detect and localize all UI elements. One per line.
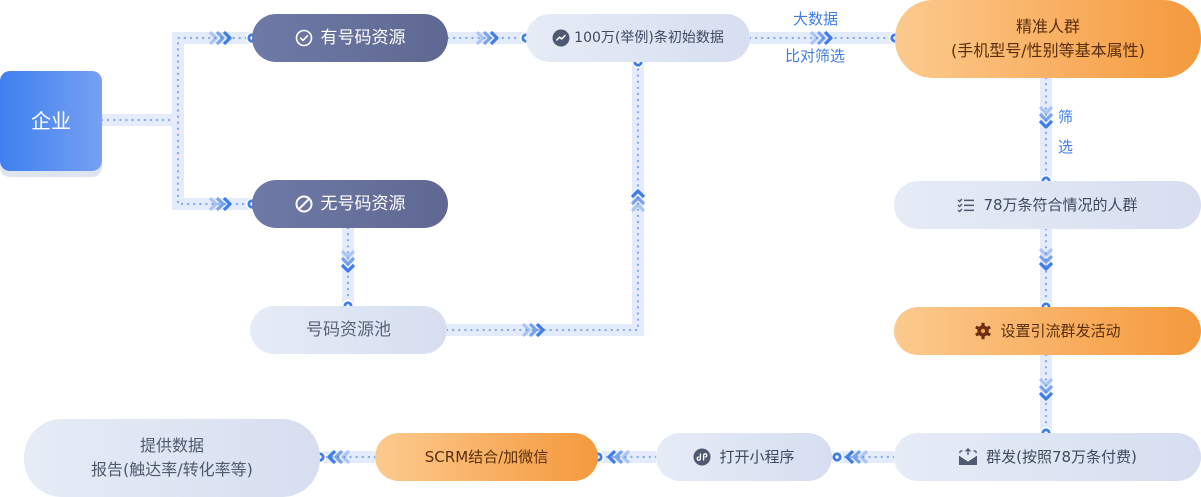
precise-crowd-title: 精准人群 — [1015, 17, 1080, 36]
edge-matched-campaign-chevron — [1038, 261, 1054, 271]
edge-pool-initial-v-chevron — [630, 196, 646, 206]
edge-no-pool-chevron — [340, 256, 356, 266]
edge-campaign-send-chevron — [1038, 384, 1054, 394]
edge-label-filter-1: 筛 — [1058, 108, 1074, 126]
precise-crowd-node[interactable]: 精准人群 (手机型号/性别等基本属性) — [895, 0, 1201, 78]
edge-label-filter-2: 选 — [1058, 138, 1074, 156]
no-numbers-label: 无号码资源 — [320, 194, 406, 214]
mass-send-node[interactable]: 群发(按照78万条付费) — [894, 433, 1201, 481]
edge-label-big-data: 大数据 — [793, 10, 839, 28]
edge-initial-precise-chevron — [816, 30, 826, 46]
trend-icon — [552, 29, 570, 47]
edge-mini-scrm-chevron — [607, 449, 617, 465]
edge-pool-initial-track — [447, 62, 644, 336]
edge-mini-scrm-chevron — [614, 449, 624, 465]
mini-program-label: 打开小程序 — [719, 448, 795, 466]
report-title: 提供数据 — [139, 436, 204, 455]
checklist-icon — [957, 197, 975, 213]
edge-no-pool-chevron — [340, 263, 356, 273]
has-numbers-label: 有号码资源 — [320, 28, 406, 48]
edge-has-initial-chevron — [482, 30, 492, 46]
matched-crowd-node[interactable]: 78万条符合情况的人群 — [894, 181, 1201, 229]
edge-pool-initial-h-chevron — [521, 322, 531, 338]
edge-precise-matched-chevron — [1038, 105, 1054, 115]
edge-send-mini-chevron — [845, 449, 855, 465]
report-subtitle: 报告(触达率/转化率等) — [91, 460, 253, 479]
edge-matched-campaign-chevron — [1038, 247, 1054, 257]
edge-campaign-send-chevron — [1038, 391, 1054, 401]
edge-pool-initial-v-chevron — [630, 203, 646, 213]
mini-program-in-port-center — [835, 455, 839, 459]
edge-precise-matched-chevron — [1038, 112, 1054, 122]
edge-mini-scrm-chevron — [621, 449, 631, 465]
edge-campaign-send-chevron — [1038, 377, 1054, 387]
scrm-label: SCRM结合/加微信 — [424, 448, 549, 466]
edge-pool-initial-h-chevron — [528, 322, 538, 338]
precise-crowd-subtitle: (手机型号/性别等基本属性) — [951, 41, 1145, 60]
edge-company-branches-dots — [176, 36, 254, 206]
company-node[interactable]: 企业 — [0, 71, 102, 171]
edge-pool-initial-h-chevron — [535, 322, 545, 338]
number-pool-node[interactable]: 号码资源池 — [250, 306, 447, 354]
scrm-node[interactable]: SCRM结合/加微信 — [375, 433, 598, 481]
check-circle-icon — [295, 29, 313, 47]
edge-pool-initial-v-chevron — [630, 189, 646, 199]
report-node[interactable]: 提供数据 报告(触达率/转化率等) — [24, 419, 320, 497]
edge-send-mini-chevron — [852, 449, 862, 465]
edge-scrm-report-chevron — [327, 449, 337, 465]
edge-scrm-report-chevron — [334, 449, 344, 465]
edge-no-pool-chevron — [340, 249, 356, 259]
no-numbers-node[interactable]: 无号码资源 — [252, 180, 448, 228]
initial-data-node[interactable]: 100万(举例)条初始数据 — [526, 14, 750, 62]
edge-company-has-chevron — [208, 30, 218, 46]
edge-company-has-chevron — [222, 30, 232, 46]
mini-program-node[interactable]: 打开小程序 — [656, 433, 832, 481]
mini-program-icon — [693, 448, 711, 466]
mass-send-label: 群发(按照78万条付费) — [986, 448, 1137, 466]
initial-data-label: 100万(举例)条初始数据 — [574, 30, 724, 46]
edge-company-no-chevron — [215, 196, 225, 212]
edge-initial-precise-chevron — [809, 30, 819, 46]
edge-company-branches-track — [172, 32, 252, 210]
mail-send-icon — [958, 448, 978, 466]
edge-has-initial-chevron — [475, 30, 485, 46]
edge-precise-matched-chevron — [1038, 119, 1054, 129]
edge-label-compare-filter: 比对筛选 — [785, 47, 846, 65]
number-pool-label: 号码资源池 — [306, 320, 391, 340]
company-label: 企业 — [31, 109, 71, 133]
campaign-setup-node[interactable]: 设置引流群发活动 — [894, 307, 1201, 355]
matched-crowd-label: 78万条符合情况的人群 — [983, 196, 1138, 214]
edge-company-no-chevron — [208, 196, 218, 212]
edge-send-mini-chevron — [859, 449, 869, 465]
edge-company-no-chevron — [222, 196, 232, 212]
edge-scrm-report-chevron — [341, 449, 351, 465]
edge-pool-initial-dots — [445, 60, 640, 332]
edge-has-initial-chevron — [489, 30, 499, 46]
edge-initial-precise-chevron — [823, 30, 833, 46]
gear-icon — [974, 322, 992, 340]
ban-icon — [295, 195, 313, 213]
has-numbers-node[interactable]: 有号码资源 — [252, 14, 448, 62]
edge-matched-campaign-chevron — [1038, 254, 1054, 264]
campaign-setup-label: 设置引流群发活动 — [1000, 322, 1121, 340]
edge-company-has-chevron — [215, 30, 225, 46]
